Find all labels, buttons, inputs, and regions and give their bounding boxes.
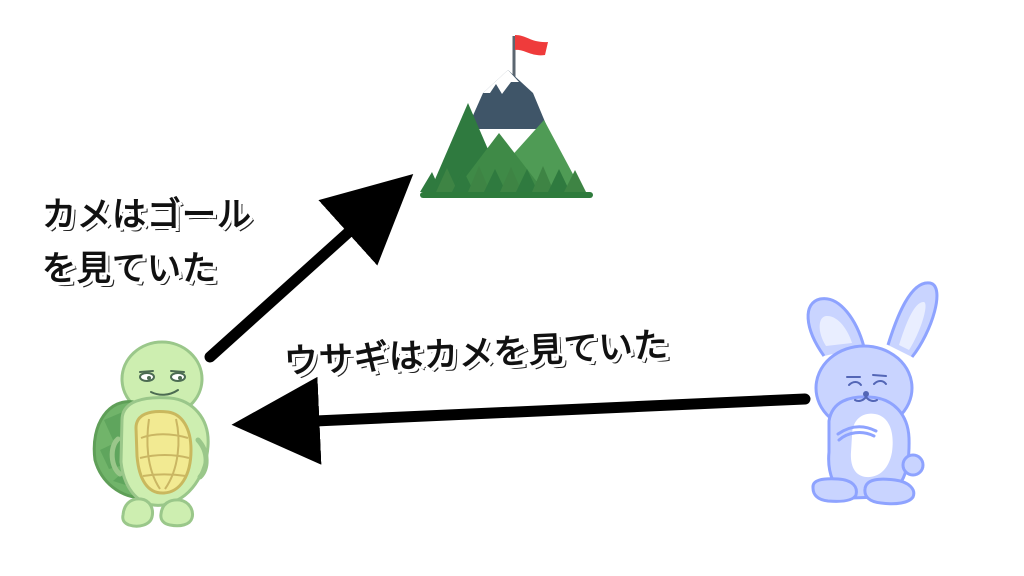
turtle-icon	[92, 340, 210, 528]
arrow-rabbit-to-turtle	[231, 376, 811, 465]
arrow-turtle-to-goal	[204, 173, 414, 363]
turtle-goal-label-line-2: を見ていた	[42, 249, 217, 289]
mountain-flag-icon	[420, 35, 593, 198]
rabbit-icon	[806, 281, 939, 506]
turtle-goal-label-line-1: カメはゴール	[42, 195, 252, 235]
turtle-goal-label: カメはゴール を見ていた	[42, 188, 252, 296]
